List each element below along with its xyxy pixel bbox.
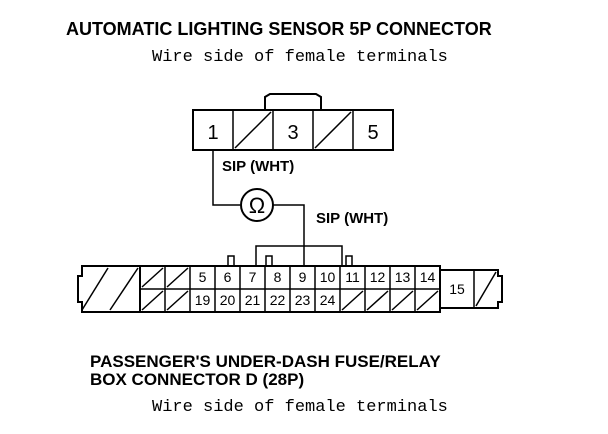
wire-label-bottom: SIP (WHT): [316, 210, 388, 227]
side-terminal-label: 15: [449, 281, 465, 297]
ohm-icon: Ω: [249, 193, 265, 218]
top-terminal-label: 5: [367, 122, 378, 144]
bottom-connector-tab: [227, 255, 235, 267]
unused-terminal-slash: [166, 290, 189, 311]
meter-lead-right: [273, 204, 305, 266]
bottom-terminal-label: 23: [295, 292, 311, 308]
bottom-terminal-label: 19: [195, 292, 211, 308]
unused-terminal-slash: [475, 271, 497, 307]
bottom-connector-cells: 5 6 7 8 9 10 11 12 13 14 19 20 21 22 23 24: [141, 266, 439, 312]
bottom-terminal-label: 20: [220, 292, 236, 308]
bottom-terminal-label: 13: [395, 269, 411, 285]
unused-terminal-slash: [141, 290, 164, 311]
top-connector-latch: [264, 93, 322, 110]
bottom-terminal-label: 9: [299, 269, 307, 285]
bottom-terminal-label: 11: [345, 269, 360, 285]
bottom-connector-title-line1: PASSENGER'S UNDER-DASH FUSE/RELAY: [90, 352, 441, 371]
bottom-connector-tab: [265, 255, 273, 267]
unused-terminal-slash: [391, 290, 414, 311]
unused-terminal-slash: [166, 267, 189, 288]
top-terminal-label: 1: [207, 122, 218, 144]
bottom-terminal-label: 10: [320, 269, 336, 285]
unused-terminal-slash: [366, 290, 389, 311]
bottom-connector-left-housing: [77, 265, 140, 313]
bottom-terminal-label: 24: [320, 292, 336, 308]
top-terminal-label: 3: [287, 122, 298, 144]
unused-terminal-slash: [314, 111, 352, 149]
bottom-terminal-label: 7: [249, 269, 257, 285]
top-connector-title: AUTOMATIC LIGHTING SENSOR 5P CONNECTOR: [66, 19, 492, 39]
bottom-terminal-label: 21: [245, 292, 261, 308]
top-connector-subtitle: Wire side of female terminals: [152, 48, 448, 67]
bottom-terminal-label: 22: [270, 292, 286, 308]
bottom-connector-right-housing: [440, 269, 503, 309]
top-connector: 1 3 5: [192, 93, 394, 151]
top-connector-dividers: [232, 110, 354, 150]
unused-terminal-slash: [341, 290, 364, 311]
bottom-connector-subtitle: Wire side of female terminals: [152, 398, 448, 417]
unused-terminal-slash: [109, 267, 139, 311]
bottom-terminal-label: 5: [199, 269, 207, 285]
top-connector-body: [192, 109, 394, 151]
bottom-terminal-label: 6: [224, 269, 232, 285]
unused-terminal-slash: [141, 267, 164, 288]
bottom-terminal-label: 12: [370, 269, 386, 285]
bottom-terminal-label: 14: [420, 269, 436, 285]
bottom-connector-title-line2: BOX CONNECTOR D (28P): [90, 370, 304, 389]
unused-terminal-slash: [416, 290, 439, 311]
bottom-connector-tab: [345, 255, 353, 267]
bottom-connector: 5 6 7 8 9 10 11 12 13 14 19 20 21 22 23 24 15: [77, 245, 503, 313]
unused-terminal-slash: [81, 267, 109, 311]
meter-lead-left: [212, 150, 240, 206]
bottom-terminal-label: 8: [274, 269, 282, 285]
wire-label-top: SIP (WHT): [222, 158, 294, 175]
unused-terminal-slash: [234, 111, 272, 149]
